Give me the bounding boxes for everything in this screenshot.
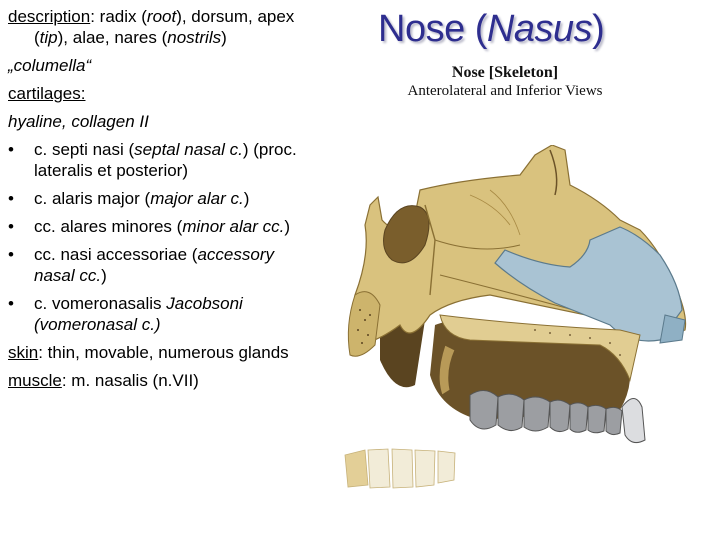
slide-title: Nose (Nasus) (378, 8, 605, 50)
muscle-label: muscle (8, 371, 62, 390)
cartilage-item: • cc. nasi accessoriae (accessory nasal … (8, 245, 274, 285)
cartilage-item: • c. vomeronasalis Jacobsoni (vomeronasa… (8, 294, 243, 334)
description-paragraph: description: radix (root), dorsum, apex … (8, 7, 295, 47)
cartilage-item: • c. septi nasi (septal nasal c.) (proc.… (8, 140, 297, 180)
skin-paragraph: skin: thin, movable, numerous glands (8, 343, 289, 362)
notes-text-column: description: radix (root), dorsum, apex … (8, 6, 308, 398)
skull-nasal-skeleton-icon (344, 144, 687, 489)
figure-caption: Nose [Skeleton] Anterolateral and Inferi… (380, 63, 630, 100)
cartilage-item: • cc. alares minores (minor alar cc.) (8, 217, 291, 236)
cartilage-type: hyaline, collagen II (8, 112, 149, 131)
figure-subtitle: Anterolateral and Inferior Views (407, 83, 603, 99)
muscle-paragraph: muscle: m. nasalis (n.VII) (8, 371, 199, 390)
skin-label: skin (8, 343, 39, 362)
bullet-icon: • (8, 140, 14, 159)
bullet-icon: • (8, 217, 14, 236)
figure-title: Nose [Skeleton] (451, 64, 559, 81)
description-label: description (8, 7, 91, 26)
bullet-icon: • (8, 189, 14, 208)
nose-skeleton-illustration (320, 144, 700, 495)
bullet-icon: • (8, 294, 14, 313)
columella-term: „columella“ (8, 56, 92, 75)
bullet-icon: • (8, 245, 14, 264)
cartilages-label: cartilages: (8, 84, 86, 103)
cartilage-item: • c. alaris major (major alar c.) (8, 189, 250, 208)
